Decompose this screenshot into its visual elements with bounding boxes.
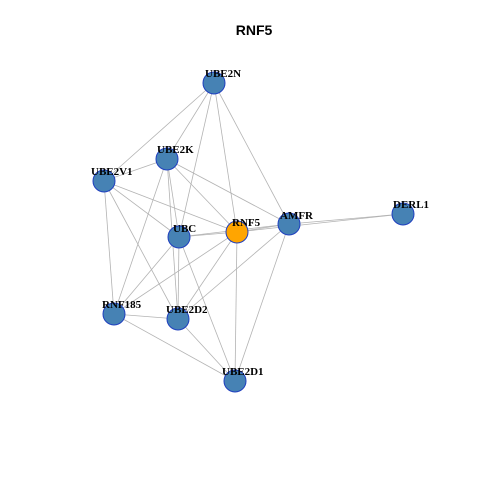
edge-ube2n-rnf5 [213,82,238,233]
node-circle [167,225,191,249]
node-ubc: UBC [167,223,196,249]
node-label: UBE2K [157,144,194,156]
node-ube2d2: UBE2D2 [166,304,208,331]
edge-ube2k-amfr [166,158,290,225]
node-amfr: AMFR [277,210,314,236]
node-label: AMFR [280,210,314,222]
edge-ube2k-rnf5 [166,158,238,233]
node-label: UBE2D1 [222,366,264,378]
node-circle [202,71,226,95]
edges-layer [103,82,404,382]
edge-rnf5-ube2d2 [177,231,238,320]
node-circle [277,212,301,236]
node-label: UBE2N [205,68,241,80]
edge-rnf185-ube2d1 [113,313,236,382]
node-label: RNF185 [102,299,142,311]
node-circle [223,369,247,393]
edge-ube2k-rnf185 [113,158,168,315]
node-label: DERL1 [393,199,429,211]
edge-ube2d2-ube2d1 [177,318,236,382]
edge-ube2n-ubc [178,82,215,238]
edge-amfr-ube2d2 [177,223,290,320]
edge-ube2v1-ubc [103,180,180,238]
edge-ubc-ube2d1 [178,236,236,382]
node-derl1: DERL1 [391,199,429,226]
node-rnf185: RNF185 [102,299,142,326]
edge-rnf5-ube2d1 [234,231,238,382]
node-circle [225,220,249,244]
edge-amfr-derl1 [288,213,404,225]
node-label: UBC [173,223,196,235]
node-ube2v1: UBE2V1 [91,166,133,193]
node-circle [391,202,415,226]
edge-amfr-ube2d1 [234,223,290,382]
edge-ube2v1-rnf185 [103,180,115,315]
edge-rnf5-derl1 [236,213,404,233]
edge-rnf5-rnf185 [113,231,238,315]
edge-ube2v1-ube2d2 [103,180,179,320]
node-circle [166,307,190,331]
node-ube2k: UBE2K [155,144,194,171]
edge-ube2n-ube2v1 [103,82,215,182]
node-label: RNF5 [232,217,261,229]
edge-ube2n-ube2k [166,82,215,160]
node-label: UBE2V1 [91,166,133,178]
edge-ubc-rnf185 [113,236,180,315]
edge-ube2v1-rnf5 [103,180,238,233]
node-circle [102,302,126,326]
node-ube2d1: UBE2D1 [222,366,264,393]
node-ube2n: UBE2N [202,68,241,95]
graph-title: RNF5 [236,22,273,38]
node-circle [155,147,179,171]
node-label: UBE2D2 [166,304,208,316]
edge-ube2k-ubc [166,158,180,238]
edge-ube2n-amfr [213,82,290,225]
edge-ubc-ube2d2 [177,236,180,320]
node-rnf5: RNF5 [225,217,261,244]
node-circle [92,169,116,193]
